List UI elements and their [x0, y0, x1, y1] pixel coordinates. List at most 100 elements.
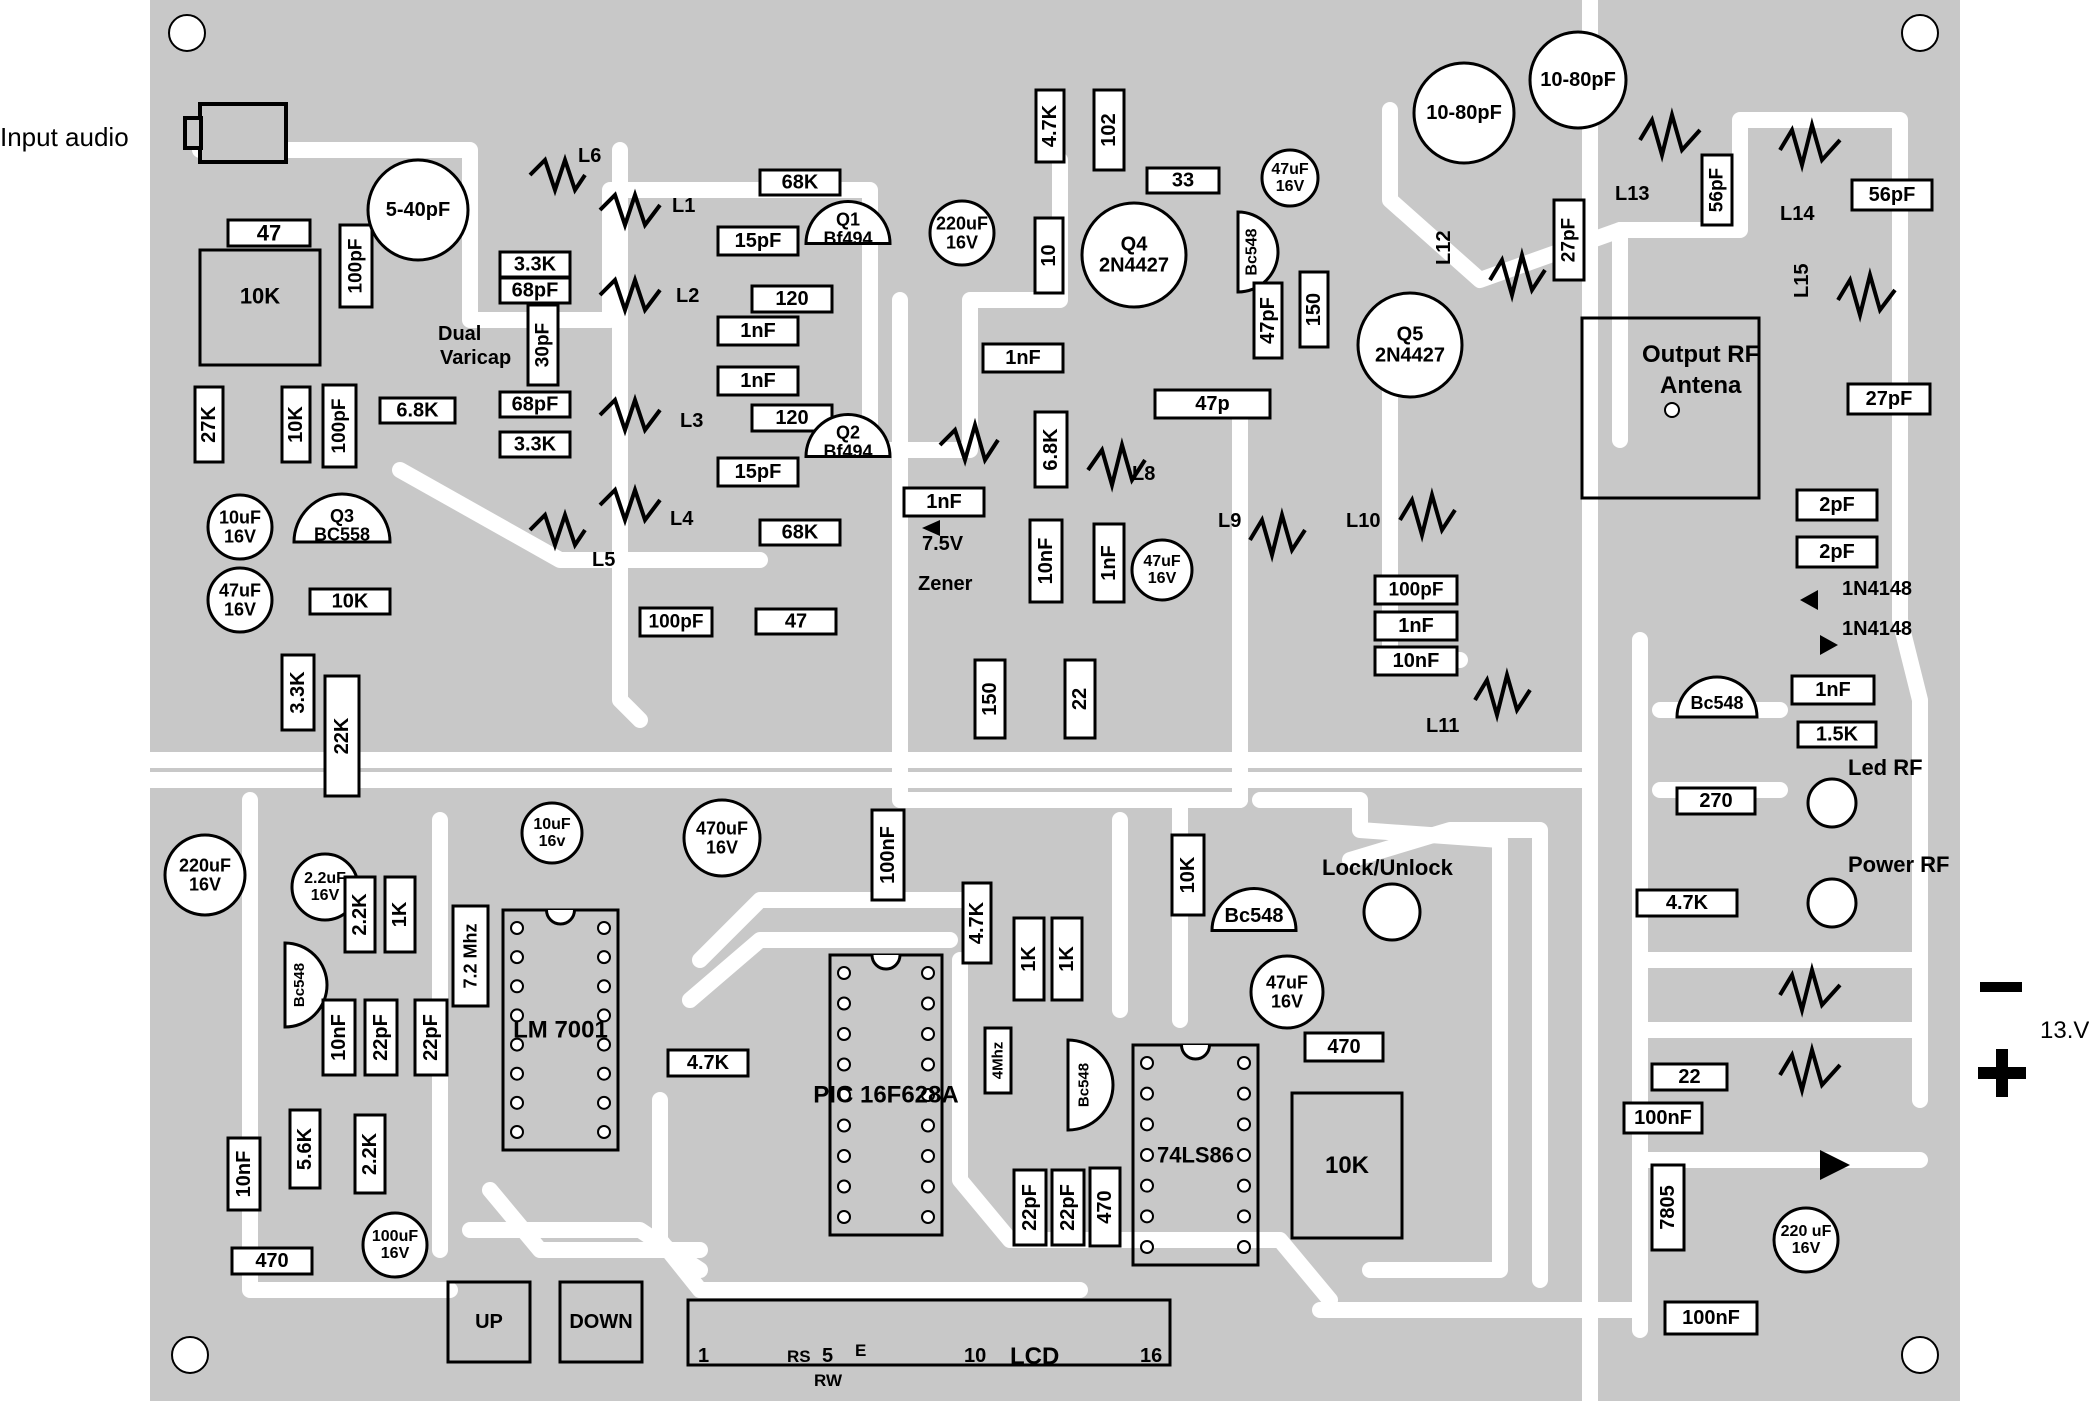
diode-symbols	[922, 520, 1850, 1180]
c10uf_b-body	[520, 801, 584, 865]
r6k8a-label: 6.8K	[396, 400, 439, 422]
c2u2-label-line: 16V	[311, 887, 340, 904]
component-r33: 33	[1145, 166, 1221, 195]
c1nfd-label: 1nF	[926, 491, 962, 513]
r22a-body	[1063, 658, 1097, 740]
component-r4k7b: 4.7K	[1635, 888, 1739, 918]
ls86-pin	[1140, 1240, 1154, 1254]
c470uf-label-line: 470uF	[696, 819, 748, 839]
r470c-label-line: 470	[1327, 1036, 1360, 1058]
lm7001-pin	[510, 1037, 524, 1052]
pic-pin	[921, 1179, 935, 1194]
r10ka-label-line: 10K	[285, 406, 307, 443]
c47uf_a-body	[206, 566, 274, 634]
r33-body	[1145, 166, 1221, 195]
lm7001-label-line: LM 7001	[513, 1017, 608, 1044]
r1k5-body	[1796, 720, 1878, 749]
component-r150b: 150	[973, 658, 1007, 740]
label-15: L13	[1615, 183, 1649, 205]
c22b-label-line: 22pF	[420, 1014, 442, 1061]
ls86-notch	[1180, 1044, 1211, 1061]
label-7: Varicap	[440, 347, 511, 369]
r22a-label-line: 22	[1069, 688, 1091, 710]
component-r10kb: 10K	[308, 587, 392, 616]
bc548c-label-line: Bc548	[291, 963, 308, 1007]
label-6: Dual	[438, 323, 481, 345]
c30-label: 30pF	[533, 323, 554, 367]
pic-pin	[837, 1118, 851, 1133]
label-20: 1N4148	[1842, 578, 1912, 600]
component-c100pf_d: 100pF	[1373, 574, 1459, 606]
c56a-label: 56pF	[1707, 168, 1728, 212]
c68b-body	[498, 390, 572, 419]
c47uf_d-label-line: 47uF	[1266, 973, 1308, 993]
ls86-pin	[1237, 1086, 1251, 1101]
c27b-label-line: 27pF	[1866, 388, 1913, 410]
r10kc-label: 10K	[1177, 856, 1199, 893]
c100nfb-label-line: 100nF	[1682, 1307, 1740, 1329]
component-ls86: 74LS86	[1131, 1043, 1260, 1267]
label-13: L11	[1426, 715, 1459, 737]
lm7001-pin	[597, 921, 611, 935]
lockled-body	[1362, 882, 1422, 942]
c47uf_a-label-line: 16V	[224, 599, 256, 619]
component-c15a: 15pF	[716, 225, 800, 257]
xtal4-body	[983, 1026, 1013, 1095]
component-r5k6: 5.6K	[288, 1108, 322, 1190]
c30-label-line: 30pF	[533, 323, 554, 367]
c100uf-label-line: 100uF	[372, 1228, 418, 1245]
ls86-pin	[1140, 1209, 1154, 1224]
c220uf_a-label-line: 16V	[946, 232, 978, 252]
r5k6-label-line: 5.6K	[294, 1127, 316, 1170]
component-c1nfc: 1nF	[981, 342, 1065, 374]
c47uf_d-body	[1249, 954, 1325, 1030]
component-antenna	[1580, 316, 1761, 500]
c22c-label-line: 22pF	[1019, 1184, 1041, 1231]
input-audio-label: Input audio	[0, 122, 129, 152]
q1-body	[804, 200, 892, 245]
component-xtal4: 4Mhz	[983, 1026, 1013, 1095]
component-r6k8b: 6.8K	[1033, 410, 1069, 489]
label-26: RS	[787, 1347, 811, 1366]
component-r10kc: 10K	[1170, 833, 1206, 917]
r4k7c-label-line: 4.7K	[687, 1052, 730, 1074]
label-19: Antena	[1660, 372, 1742, 399]
component-c22b: 22pF	[413, 998, 449, 1077]
r4k7d-label-line: 4.7K	[966, 901, 988, 944]
component-reg7805: 7805	[1650, 1163, 1686, 1252]
r3k3b-body	[498, 430, 572, 459]
component-bc548d: Bc548	[1066, 1038, 1115, 1132]
c47pfa-label-line: 47pF	[1257, 297, 1279, 344]
label-16: L14	[1780, 203, 1815, 225]
xtal72-label: 7.2 Mhz	[461, 923, 481, 988]
component-c1nff: 1nF	[1373, 610, 1459, 642]
r470a-label-line: 470	[255, 1250, 288, 1272]
pot10kb-label-line: 10K	[1325, 1152, 1370, 1179]
lm7001-label: LM 7001	[513, 1017, 608, 1044]
component-c1080b: 10-80pF	[1412, 61, 1516, 165]
component-r470b: 470	[1088, 1166, 1122, 1248]
ls86-pin	[1237, 1240, 1251, 1254]
component-r1kc: 1K	[1050, 916, 1084, 1002]
r4k7c-label: 4.7K	[687, 1052, 730, 1074]
btndown-label-line: DOWN	[569, 1311, 632, 1333]
label-25: 1	[698, 1345, 709, 1367]
component-c30: 30pF	[526, 303, 560, 387]
c100nfa-label: 100nF	[1634, 1107, 1692, 1129]
r2k2b-label: 2.2K	[359, 1132, 381, 1175]
label-10: L8	[1132, 463, 1155, 485]
c1nfa-label-line: 1nF	[740, 320, 776, 342]
c68a-label-line: 68pF	[512, 280, 559, 302]
r3k3b-label-line: 3.3K	[514, 434, 557, 456]
c100pf_a-label-line: 100pF	[346, 239, 367, 294]
component-c15b: 15pF	[716, 456, 800, 488]
